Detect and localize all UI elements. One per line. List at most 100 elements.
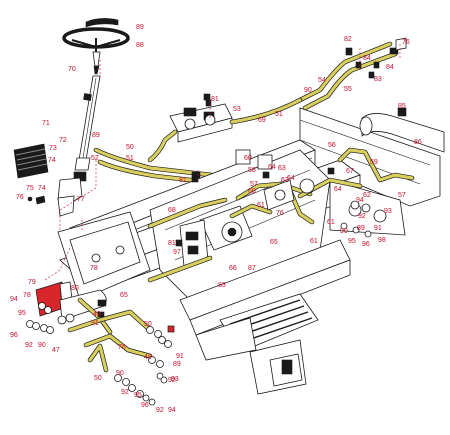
callout-98: 98 [378, 237, 386, 244]
callout-69: 69 [258, 117, 266, 124]
callout-50: 50 [144, 321, 152, 328]
callout-63: 63 [278, 165, 286, 172]
callout-64: 64 [287, 175, 295, 182]
callout-84: 84 [363, 55, 371, 62]
callout-51: 51 [275, 111, 283, 118]
callout-81: 81 [211, 96, 219, 103]
callout-73: 73 [49, 145, 57, 152]
callout-65: 65 [120, 292, 128, 299]
callout-79: 79 [28, 279, 36, 286]
callout-49: 49 [93, 311, 101, 318]
callout-68: 68 [168, 207, 176, 214]
callout-95: 95 [18, 310, 26, 317]
callout-94: 94 [168, 407, 176, 414]
callout-52: 52 [91, 155, 99, 162]
callout-76: 76 [276, 210, 284, 217]
callout-95: 95 [134, 392, 142, 399]
callout-92: 92 [358, 213, 366, 220]
upper-hydraulic-lines [297, 37, 407, 117]
callout-82: 82 [344, 36, 352, 43]
callout-55: 55 [344, 86, 352, 93]
callout-93: 93 [171, 376, 179, 383]
callout-61: 61 [257, 202, 265, 209]
callout-47: 47 [52, 347, 60, 354]
callout-61: 61 [327, 219, 335, 226]
callout-65: 65 [270, 239, 278, 246]
callout-94: 94 [356, 197, 364, 204]
lower-hydraulic-lines [93, 129, 261, 187]
callout-81: 81 [179, 177, 187, 184]
callout-64: 64 [334, 186, 342, 193]
callout-84: 84 [386, 64, 394, 71]
callout-53: 53 [233, 106, 241, 113]
main-frame [57, 107, 445, 395]
callout-88: 88 [136, 42, 144, 49]
callout-78: 78 [90, 265, 98, 272]
steering-assembly [13, 18, 130, 217]
callout-90: 90 [116, 370, 124, 377]
callout-74: 74 [38, 185, 46, 192]
callout-90: 90 [304, 87, 312, 94]
callout-62: 62 [281, 177, 289, 184]
callout-54: 54 [318, 77, 326, 84]
callout-80: 80 [71, 285, 79, 292]
callout-74: 74 [48, 157, 56, 164]
callout-86: 86 [414, 139, 422, 146]
callout-72: 72 [59, 137, 67, 144]
callout-91: 91 [91, 320, 99, 327]
callout-56: 56 [328, 142, 336, 149]
callout-95: 95 [348, 238, 356, 245]
callout-57: 57 [250, 181, 258, 188]
callout-81: 81 [168, 240, 176, 247]
guide-lines [44, 44, 401, 281]
callout-91: 91 [176, 353, 184, 360]
callout-89: 89 [136, 24, 144, 31]
callout-64: 64 [268, 164, 276, 171]
callout-89: 89 [92, 132, 100, 139]
callout-83: 83 [218, 282, 226, 289]
callout-48: 48 [144, 354, 152, 361]
callout-58: 58 [248, 167, 256, 174]
callout-60: 60 [248, 188, 256, 195]
callout-76: 76 [16, 194, 24, 201]
callout-50: 50 [126, 144, 134, 151]
callout-61: 61 [310, 238, 318, 245]
callout-87: 87 [248, 265, 256, 272]
callout-59: 59 [370, 159, 378, 166]
callout-70: 70 [68, 66, 76, 73]
callout-92: 92 [156, 407, 164, 414]
callout-62: 62 [363, 192, 371, 199]
callout-90: 90 [38, 342, 46, 349]
center-mechanisms [147, 93, 415, 283]
front-linkage [26, 281, 175, 406]
callout-92: 92 [25, 342, 33, 349]
callout-94: 94 [10, 296, 18, 303]
callout-89: 89 [357, 225, 365, 232]
callout-91: 91 [374, 225, 382, 232]
callout-92: 92 [168, 377, 176, 384]
callout-60: 60 [244, 155, 252, 162]
control-valve [169, 97, 303, 143]
callout-57: 57 [398, 192, 406, 199]
callout-92: 92 [121, 389, 129, 396]
callout-90: 90 [340, 228, 348, 235]
fitting-85 [397, 107, 407, 117]
steering-cap [85, 18, 119, 28]
callout-96: 96 [141, 402, 149, 409]
callout-89: 89 [173, 361, 181, 368]
steering-hub [92, 51, 101, 67]
callout-71: 71 [42, 120, 50, 127]
callout-78: 78 [23, 292, 31, 299]
callout-96: 96 [362, 241, 370, 248]
callout-77: 77 [77, 196, 85, 203]
callout-50: 50 [94, 375, 102, 382]
callout-96: 96 [10, 332, 18, 339]
callout-76: 76 [118, 344, 126, 351]
callout-75: 75 [26, 185, 34, 192]
callout-93: 93 [384, 208, 392, 215]
callout-66: 66 [229, 265, 237, 272]
callout-51: 51 [126, 155, 134, 162]
callout-labels: 89 88 70 71 72 89 73 52 74 75 74 76 77 82 76 84 84 83 54 90… [10, 24, 422, 414]
